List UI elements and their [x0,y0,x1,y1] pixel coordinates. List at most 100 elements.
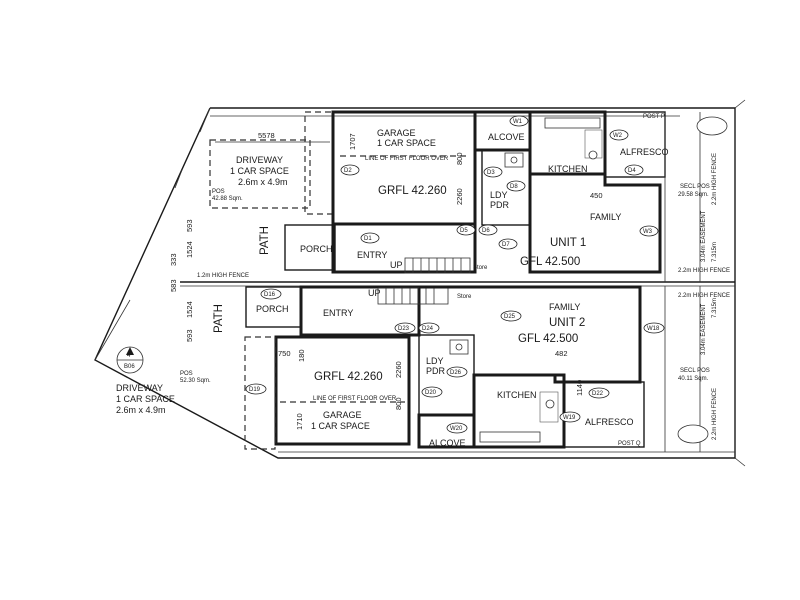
entry-1 [331,222,477,274]
fence-label: 1.2m HIGH FENCE [197,273,249,279]
pdr-label: PDR [490,200,510,210]
pos-area: 42.88 Sqm. [212,196,243,202]
entry-2 [299,285,421,337]
stairs-1 [404,257,471,274]
tag-d3: D3 [483,166,503,178]
svg-text:D2: D2 [344,168,352,174]
family-label: FAMILY [590,212,621,222]
dim-1524: 1524 [185,241,194,258]
svg-text:D3: D3 [487,170,495,176]
garage-floor-line: LINE OF FIRST FLOOR OVER [313,396,397,402]
tag-d6: D6 [478,224,498,236]
svg-text:D24: D24 [422,326,434,332]
store-label: Store [457,294,472,300]
garage-cars: 1 CAR SPACE [377,138,436,148]
dim-1710: 1710 [295,413,304,430]
svg-text:W19: W19 [563,415,576,421]
tag-d8: D8 [506,180,526,192]
tag-d24: D24 [418,322,440,334]
grfl-label: GRFL 42.260 [378,185,447,197]
fence-high-vertical: 2.2m HIGH FENCE [712,153,718,205]
svg-text:W20: W20 [450,426,463,432]
tag-d20: D20 [421,386,443,398]
path-label: PATH [259,226,271,255]
tag-d1: D1 [360,232,380,244]
dim-482: 482 [555,349,568,358]
dim-7315: 7.315m [712,298,718,318]
driveway-outline [209,139,311,209]
pos-area: 52.30 Sqm. [180,378,211,384]
north-ref: B06 [124,364,135,370]
dim-800: 800 [394,397,403,410]
svg-text:D4: D4 [628,168,636,174]
up-label: UP [390,260,403,270]
driveway-size: 2.6m x 4.9m [116,405,166,415]
ldy-label: LDY [426,356,444,366]
dim-2260: 2260 [455,188,464,205]
kitchen-label: KITCHEN [548,164,588,174]
dim-800: 800 [455,152,464,165]
driveway-size: 2.6m x 4.9m [238,177,288,187]
tag-d4: D4 [624,164,644,176]
driveway-cars: 1 CAR SPACE [116,394,175,404]
dim-333: 333 [169,253,178,266]
porch-label: PORCH [300,244,333,254]
svg-text:D8: D8 [510,184,518,190]
unit-1-label: UNIT 1 [550,237,586,249]
grfl-label: GRFL 42.260 [314,371,383,383]
tag-w3: W3 [639,225,659,237]
secl-pos-label: SECL POS [680,184,710,190]
post-label: POST Q [618,441,641,447]
dim-1707: 1707 [348,133,357,150]
svg-text:D26: D26 [450,370,462,376]
path-label: PATH [213,304,225,333]
tag-w20: W20 [446,422,468,434]
svg-text:W18: W18 [647,326,660,332]
kitchen-label: KITCHEN [497,390,537,400]
dim-593: 593 [185,329,194,342]
pos-label: POS [212,189,225,195]
tag-d23: D23 [394,322,416,334]
svg-text:D7: D7 [502,242,510,248]
dim-750: 750 [278,349,291,358]
unit-1: DRIVEWAY 1 CAR SPACE 2.6m x 4.9m POS 42.… [185,110,730,282]
svg-text:D5: D5 [460,228,468,234]
svg-text:W3: W3 [643,229,653,235]
gfl-label: GFL 42.500 [520,256,580,268]
fence-high-vertical: 2.2m HIGH FENCE [712,388,718,440]
tag-w18: W18 [643,322,665,334]
unit-2: PATH PORCH ENTRY UP Store FAMILY UNIT 2 … [116,285,730,452]
driveway-label: DRIVEWAY [236,155,283,165]
svg-text:D25: D25 [504,314,516,320]
up-label: UP [368,288,381,298]
dim-5578: 5578 [258,131,275,140]
svg-text:D1: D1 [364,236,372,242]
svg-text:W1: W1 [513,119,523,125]
svg-text:W2: W2 [613,133,623,139]
dim-1140: 1140 [575,380,584,396]
dim-583: 583 [169,279,178,292]
porch-label: PORCH [256,304,289,314]
dim-2260: 2260 [394,361,403,378]
alfresco-label: ALFRESCO [585,417,634,427]
ldy-label: LDY [490,190,508,200]
store-label: Store [473,265,488,271]
garage-2 [274,335,411,446]
dim-1524: 1524 [185,301,194,318]
garage-label: GARAGE [323,410,362,420]
secl-pos-area: 40.11 Sqm. [678,376,709,382]
svg-text:D22: D22 [592,391,604,397]
garage-cars: 1 CAR SPACE [311,421,370,431]
tag-d22: D22 [588,387,610,399]
fence-high-label: 2.2m HIGH FENCE [678,268,730,274]
unit-2-label: UNIT 2 [549,317,585,329]
dim-7315: 7.315m [712,242,718,262]
svg-text:D6: D6 [482,228,490,234]
tag-d5: D5 [456,224,476,236]
garage-label: GARAGE [377,128,416,138]
section-marker: 4 B06 [116,346,144,374]
easement-label: 3.04m EASEMENT [701,210,707,262]
pos-label: POS [180,371,193,377]
tag-d26: D26 [446,366,468,378]
